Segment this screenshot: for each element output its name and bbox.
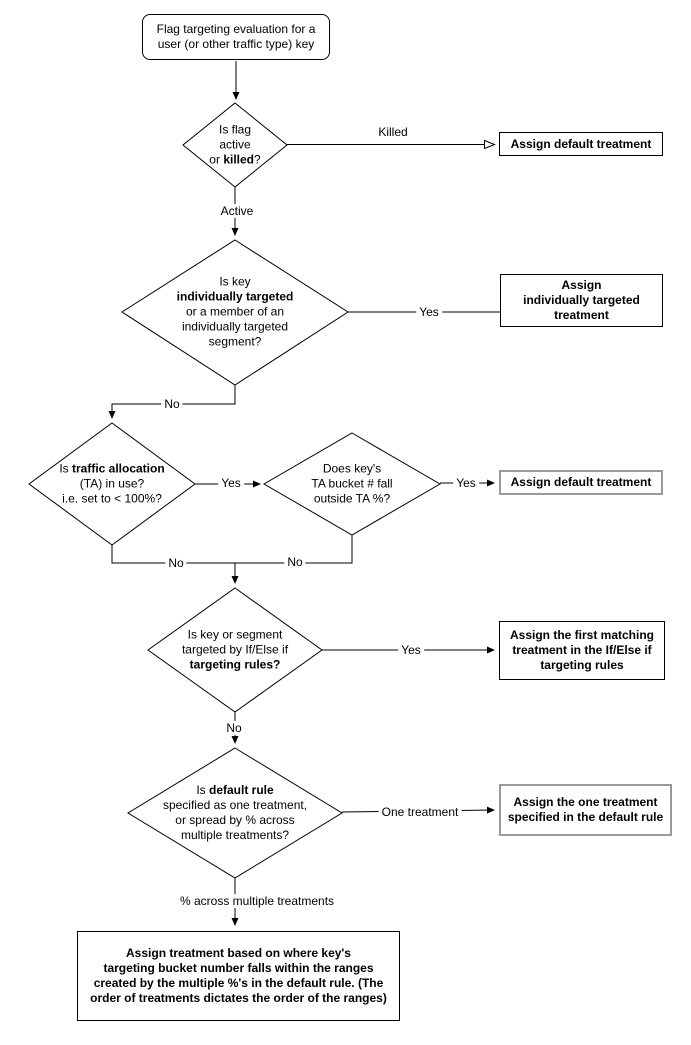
edge-label-no-rules: No [223,721,245,735]
result-default-treatment-killed-label: Assign default treatment [510,136,652,151]
decision-traffic-allocation-label: Is traffic allocation(TA) in use?i.e. se… [59,461,165,506]
edge-label-no-ta: No [165,556,187,570]
edge-label-killed: Killed [375,125,411,139]
edge-label-yes-individual: Yes [416,305,442,319]
edge-no-ta [111,545,235,564]
edge-label-yes-rules: Yes [398,643,424,657]
decision-flag-active-shape [182,102,288,188]
edge-no-bucket [235,535,353,564]
edge-label-yes-ta: Yes [218,476,244,490]
edge-label-no-individual: No [161,397,183,411]
decision-ta-bucket-shape [263,432,441,536]
edge-label-yes-bucket: Yes [453,476,479,490]
edge-label-pct-across: % across multiple treatments [176,894,338,908]
edge-label-no-bucket: No [284,555,306,569]
decision-individually-targeted-shape [121,239,349,386]
result-default-treatment-ta: Assign default treatment [499,470,663,495]
edge-label-active: Active [217,204,257,218]
result-default-treatment-killed: Assign default treatment [499,132,663,156]
decision-targeting-rules-shape [147,587,323,713]
decision-traffic-allocation-shape [28,422,196,546]
result-default-treatment-ta-label: Assign default treatment [510,475,652,489]
edge-label-one-treatment: One treatment [378,805,462,819]
decision-default-rule-shape [127,747,343,879]
